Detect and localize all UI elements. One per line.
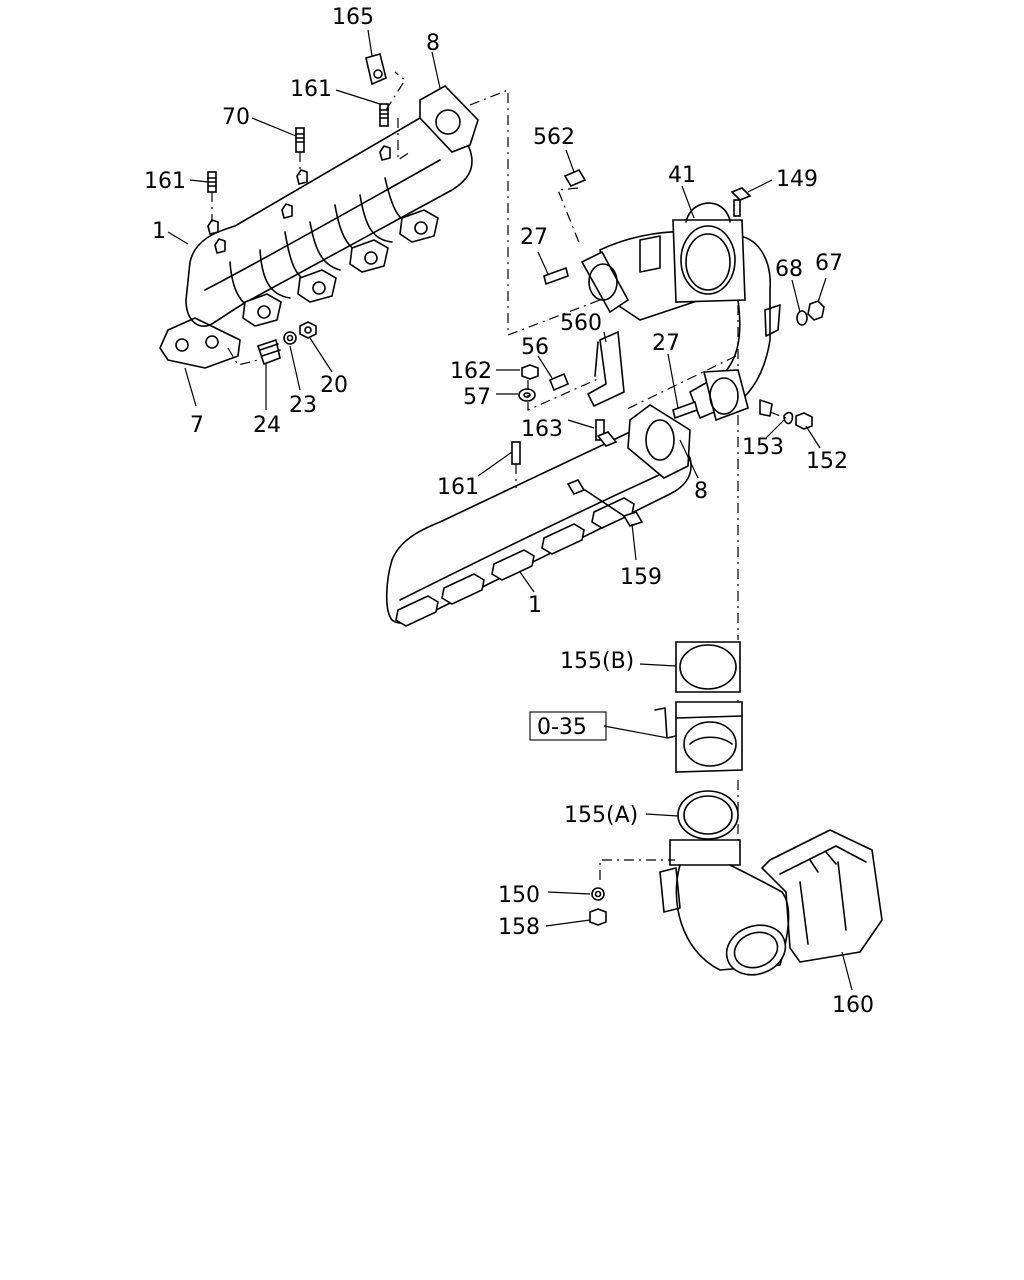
callout-560: 560 <box>560 311 602 336</box>
upper-fasteners <box>207 53 411 366</box>
callout-153: 153 <box>742 435 784 460</box>
callout-162: 162 <box>450 359 492 384</box>
callout-8-upper: 8 <box>426 31 440 56</box>
exhaust-brake-valve <box>654 701 743 773</box>
callout-161-lower: 161 <box>437 475 479 500</box>
callout-41: 41 <box>668 163 696 188</box>
callout-23: 23 <box>289 393 317 418</box>
callout-70: 70 <box>222 105 250 130</box>
callout-155b: 155(B) <box>560 649 634 674</box>
lower-exhaust-manifold <box>385 404 692 627</box>
callout-67: 67 <box>815 251 843 276</box>
callout-1-lower: 1 <box>528 593 542 618</box>
gasket-155b <box>675 641 741 693</box>
gasket-ring-155a <box>677 790 739 840</box>
callout-161-top: 161 <box>290 77 332 102</box>
upper-exhaust-manifold <box>185 85 479 327</box>
callout-8-lower: 8 <box>694 479 708 504</box>
callout-24: 24 <box>253 413 281 438</box>
callout-68: 68 <box>775 257 803 282</box>
callout-labels: 165 8 161 70 161 1 7 24 23 20 562 41 149… <box>144 5 874 1018</box>
callout-27-right: 27 <box>652 331 680 356</box>
callout-160: 160 <box>832 993 874 1018</box>
callout-150: 150 <box>498 883 540 908</box>
callout-149: 149 <box>776 167 818 192</box>
callout-165: 165 <box>332 5 374 30</box>
callout-1-upper: 1 <box>152 219 166 244</box>
callout-27-left: 27 <box>520 225 548 250</box>
callout-562: 562 <box>533 125 575 150</box>
callout-7: 7 <box>190 413 204 438</box>
callout-152: 152 <box>806 449 848 474</box>
callout-161-left: 161 <box>144 169 186 194</box>
exhaust-elbow-160 <box>599 829 883 976</box>
callout-163: 163 <box>521 417 563 442</box>
heat-shield-bracket <box>159 317 259 369</box>
callout-0-35-box <box>529 711 607 741</box>
callout-158: 158 <box>498 915 540 940</box>
callout-20: 20 <box>320 373 348 398</box>
callout-159: 159 <box>620 565 662 590</box>
middle-fasteners <box>518 168 825 441</box>
callout-56: 56 <box>521 335 549 360</box>
callout-0-35: 0-35 <box>537 715 587 740</box>
bracket-560 <box>587 331 625 407</box>
leader-lines <box>167 29 853 991</box>
lower-fasteners <box>589 887 607 926</box>
callout-57: 57 <box>463 385 491 410</box>
crossover-pipe <box>580 202 781 422</box>
callout-155a: 155(A) <box>564 803 638 828</box>
